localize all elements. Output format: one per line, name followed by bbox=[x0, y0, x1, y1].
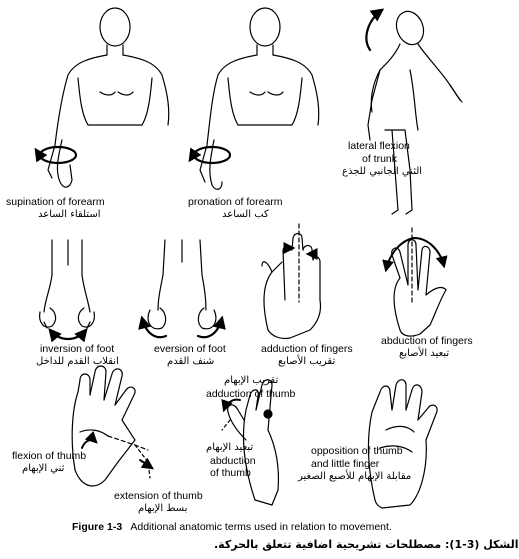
supination-figure bbox=[34, 7, 170, 188]
abduction-fingers-hand bbox=[382, 227, 448, 337]
abduction-thumb-label-line2: of thumb bbox=[210, 467, 251, 479]
adduction-thumb-arabic-label: تقريب الإبهام bbox=[224, 375, 279, 386]
abduction-thumb-label-line1: abduction bbox=[210, 455, 256, 467]
opposition-label-line2: and little finger bbox=[311, 458, 380, 470]
eversion-arabic-label: شنف القدم bbox=[167, 356, 215, 367]
abduction-fingers-label: abduction of fingers bbox=[381, 335, 473, 347]
figure-caption-text: Additional anatomic terms used in relati… bbox=[130, 521, 392, 533]
lateral-flexion-arabic-label: الثني الجانبي للجذع bbox=[342, 166, 423, 177]
extension-thumb-label: extension of thumb bbox=[114, 490, 203, 502]
adduction-fingers-hand bbox=[261, 223, 322, 340]
adduction-abduction-thumb-hand bbox=[221, 379, 280, 506]
eversion-figure bbox=[138, 239, 226, 339]
lateral-flexion-label-line1: lateral flexion bbox=[348, 140, 410, 152]
eversion-arrow-left bbox=[138, 315, 168, 339]
eversion-arrow-right bbox=[196, 315, 226, 339]
opposition-label-line1: opposition of thumb bbox=[311, 445, 403, 457]
abduction-arc-arrow bbox=[382, 237, 448, 273]
opposition-arabic-label: مقابلة الإبهام للأصبع الصغير bbox=[298, 471, 412, 482]
abduction-fingers-arabic-label: تبعيد الأصابع bbox=[399, 348, 450, 359]
lateral-flexion-figure bbox=[365, 8, 463, 215]
pronation-figure bbox=[188, 7, 320, 190]
figure-caption-arabic: الشكل (3-1): مصطلحات تشريحية اضافية تتعل… bbox=[214, 538, 519, 551]
opposition-hand bbox=[367, 379, 438, 509]
lateral-flexion-label-line2: of trunk bbox=[362, 153, 398, 165]
adduction-fingers-arabic-label: تقريب الأصابع bbox=[278, 356, 336, 367]
adduction-thumb-label: adduction of thumb bbox=[206, 388, 296, 400]
adduction-fingers-label: adduction of fingers bbox=[261, 343, 353, 355]
pronation-arabic-label: كب الساعد bbox=[222, 209, 269, 220]
inversion-arrow bbox=[48, 327, 88, 343]
eversion-label: eversion of foot bbox=[154, 343, 226, 355]
inversion-label: inversion of foot bbox=[40, 343, 115, 355]
abduction-thumb-arabic-label: تبعيد الإبهام bbox=[206, 442, 254, 453]
flexion-thumb-arabic-label: ثني الإبهام bbox=[22, 463, 65, 474]
bend-arrow bbox=[365, 8, 385, 52]
figure-caption: Figure 1-3 Additional anatomic terms use… bbox=[72, 521, 392, 533]
inversion-figure bbox=[39, 239, 95, 343]
inversion-arabic-label: انقلاب القدم للداخل bbox=[36, 356, 119, 367]
supination-arabic-label: استلقاء الساعد bbox=[38, 209, 101, 220]
illustration-canvas bbox=[34, 7, 463, 509]
pronation-label: pronation of forearm bbox=[188, 196, 283, 208]
supination-label: supination of forearm bbox=[6, 196, 105, 208]
extension-thumb-arabic-label: بسط الإبهام bbox=[138, 503, 188, 514]
flexion-extension-thumb-hand bbox=[71, 365, 154, 487]
flexion-thumb-label: flexion of thumb bbox=[12, 450, 87, 462]
figure-number: Figure 1-3 bbox=[72, 521, 123, 533]
